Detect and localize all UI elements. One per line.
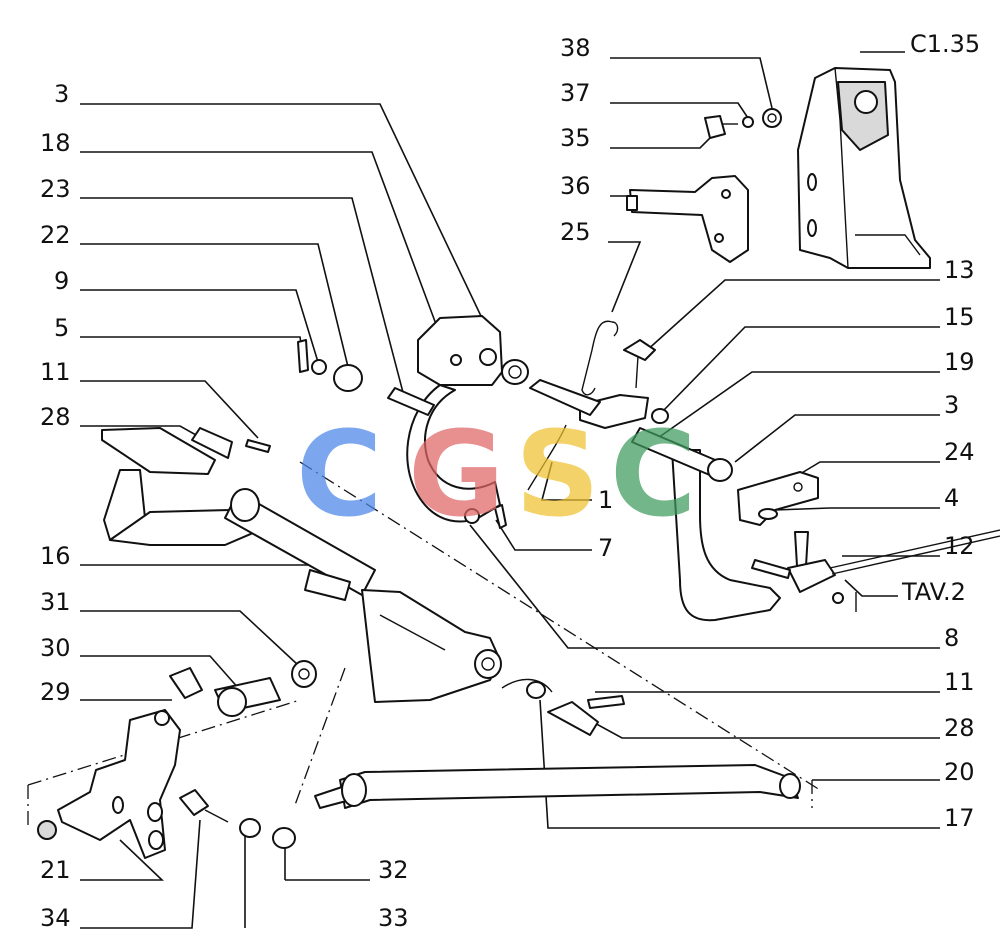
leader-25 bbox=[608, 241, 642, 313]
callout-13: 13 bbox=[944, 256, 975, 284]
callout-5: 5 bbox=[54, 314, 69, 342]
callout-9: 9 bbox=[54, 267, 69, 295]
leader-37 bbox=[610, 102, 749, 119]
callout-3-right: 3 bbox=[944, 391, 959, 419]
leader-9 bbox=[80, 289, 319, 363]
watermark-letter-2: G bbox=[408, 405, 505, 543]
parts-24-4 bbox=[737, 471, 819, 526]
callout-24: 24 bbox=[944, 438, 975, 466]
parts-11-28-right bbox=[501, 678, 625, 736]
callout-35: 35 bbox=[560, 124, 591, 152]
callout-30: 30 bbox=[40, 634, 71, 662]
leader-5 bbox=[80, 336, 303, 351]
watermark: C G S C bbox=[296, 405, 697, 543]
callout-3-top: 3 bbox=[54, 80, 69, 108]
callout-33: 33 bbox=[378, 904, 409, 932]
leader-22 bbox=[80, 243, 351, 376]
bracket-c135 bbox=[797, 67, 931, 269]
leader-13 bbox=[644, 279, 940, 353]
parts-29-30-31 bbox=[169, 660, 317, 717]
leader-21 bbox=[80, 839, 164, 881]
callout-21: 21 bbox=[40, 856, 71, 884]
leader-18 bbox=[80, 151, 441, 336]
part-20-clutch-pedal bbox=[631, 427, 781, 622]
leader-11-left bbox=[80, 380, 259, 439]
callout-37: 37 bbox=[560, 79, 591, 107]
leader-38 bbox=[610, 57, 773, 109]
callout-11-right: 11 bbox=[944, 668, 975, 696]
leader-34 bbox=[80, 819, 201, 929]
leader-7 bbox=[495, 519, 592, 551]
leader-35 bbox=[610, 129, 719, 149]
leader-lines bbox=[80, 51, 940, 929]
part-25-spring bbox=[581, 320, 619, 396]
leader-8 bbox=[469, 524, 940, 649]
hardware-35-37-38 bbox=[704, 108, 782, 139]
callout-38: 38 bbox=[560, 34, 591, 62]
parts-13-15-19 bbox=[529, 339, 669, 429]
callout-17: 17 bbox=[944, 804, 975, 832]
leader-30 bbox=[80, 655, 241, 691]
callout-8: 8 bbox=[944, 624, 959, 652]
callout-16: 16 bbox=[40, 542, 71, 570]
callout-19: 19 bbox=[944, 348, 975, 376]
leader-15 bbox=[661, 326, 940, 413]
callout-15: 15 bbox=[944, 303, 975, 331]
leader-23 bbox=[80, 197, 406, 401]
callout-22: 22 bbox=[40, 221, 71, 249]
callout-34: 34 bbox=[40, 904, 71, 932]
leader-3-right bbox=[734, 414, 940, 463]
callout-labels: C1.35 38 37 35 36 25 3 18 23 22 9 5 11 2… bbox=[40, 30, 980, 932]
callout-31: 31 bbox=[40, 588, 71, 616]
leader-31 bbox=[80, 610, 299, 666]
callout-11-left: 11 bbox=[40, 358, 71, 386]
callout-7: 7 bbox=[598, 534, 613, 562]
callout-4: 4 bbox=[944, 484, 959, 512]
callout-tav2: TAV.2 bbox=[901, 578, 966, 606]
callout-29: 29 bbox=[40, 678, 71, 706]
leader-28-right bbox=[579, 714, 940, 739]
callout-36: 36 bbox=[560, 172, 591, 200]
callout-32: 32 bbox=[378, 856, 409, 884]
parts-11-28-left bbox=[191, 427, 271, 459]
callout-12: 12 bbox=[944, 532, 975, 560]
parts-32-33-34 bbox=[179, 789, 296, 849]
part-36-plate bbox=[626, 175, 749, 263]
watermark-letter-1: C bbox=[296, 405, 383, 543]
parts-22-23-9-5 bbox=[297, 339, 435, 416]
sheet-reference: C1.35 bbox=[910, 30, 980, 58]
callout-1: 1 bbox=[598, 486, 613, 514]
part-18-lever bbox=[406, 315, 529, 523]
leader-3-top bbox=[80, 103, 491, 336]
leader-1 bbox=[540, 461, 592, 501]
leader-tav2 bbox=[844, 579, 898, 597]
watermark-letter-3: S bbox=[515, 405, 600, 543]
parts-1-7-8 bbox=[464, 424, 567, 529]
callout-18: 18 bbox=[40, 129, 71, 157]
part-16-arm-lower bbox=[361, 589, 502, 703]
callout-25: 25 bbox=[560, 218, 591, 246]
center-line-rod bbox=[294, 667, 346, 806]
watermark-letter-4: C bbox=[610, 405, 697, 543]
callout-23: 23 bbox=[40, 175, 71, 203]
leader-19 bbox=[654, 371, 940, 441]
parts-12-tav2 bbox=[751, 529, 1000, 612]
callout-28-left: 28 bbox=[40, 403, 71, 431]
part-21-bracket bbox=[37, 709, 181, 859]
callout-28-right: 28 bbox=[944, 714, 975, 742]
leader-4 bbox=[774, 507, 940, 511]
leader-17 bbox=[539, 699, 940, 829]
callout-20: 20 bbox=[944, 758, 975, 786]
part-17-rod bbox=[314, 764, 801, 809]
